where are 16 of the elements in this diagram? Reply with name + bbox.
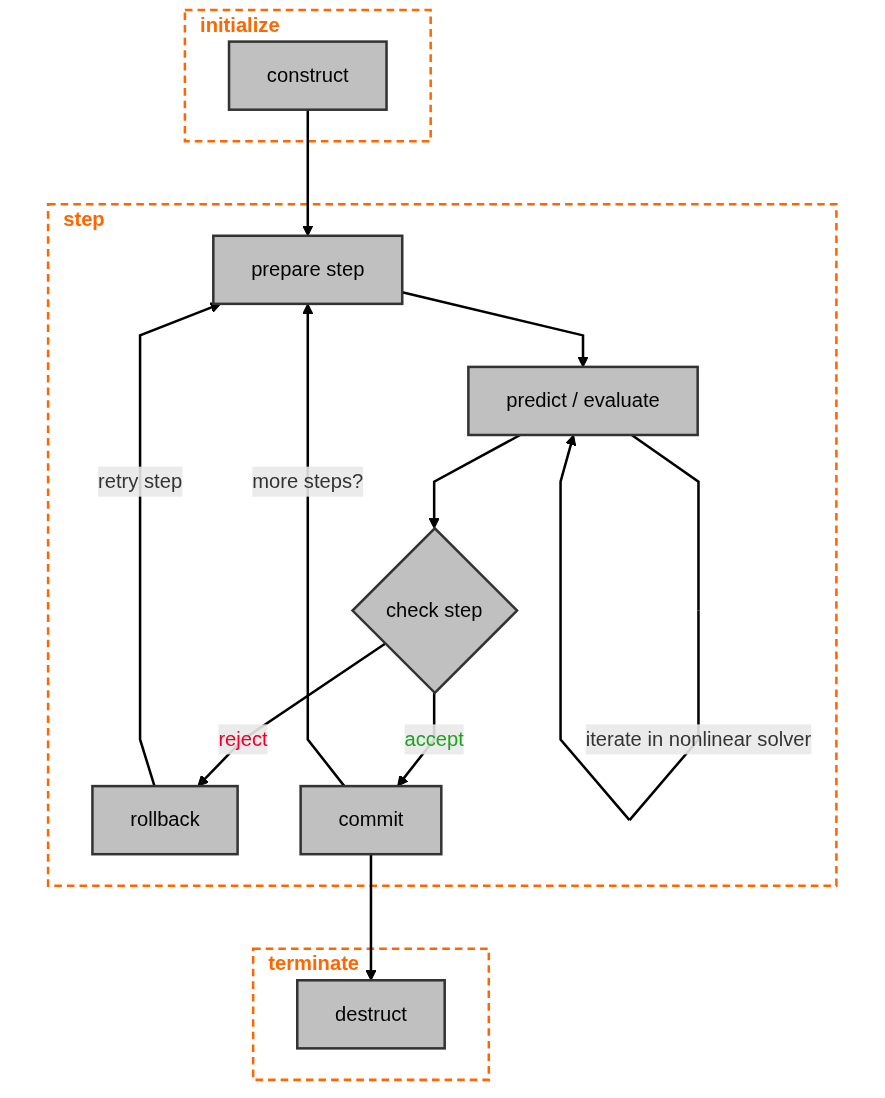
node-box: prepare step [212,234,404,306]
node-diamond: check step [351,526,520,695]
arrow [197,642,386,787]
arrow [302,303,346,787]
node-box: predict / evaluate [467,365,700,437]
edge-label: retry step [98,470,183,492]
edge-label: iterate in nonlinear solver [586,728,812,750]
node-box: destruct [296,979,447,1050]
edge-label: accept [404,728,465,750]
node-box: commit [299,784,443,856]
node-box: construct [228,40,389,111]
arrow [139,302,222,787]
node-box: rollback [91,784,240,856]
edge-label: reject [218,728,268,750]
arrow [365,854,377,981]
edge-label: more steps? [252,470,364,492]
